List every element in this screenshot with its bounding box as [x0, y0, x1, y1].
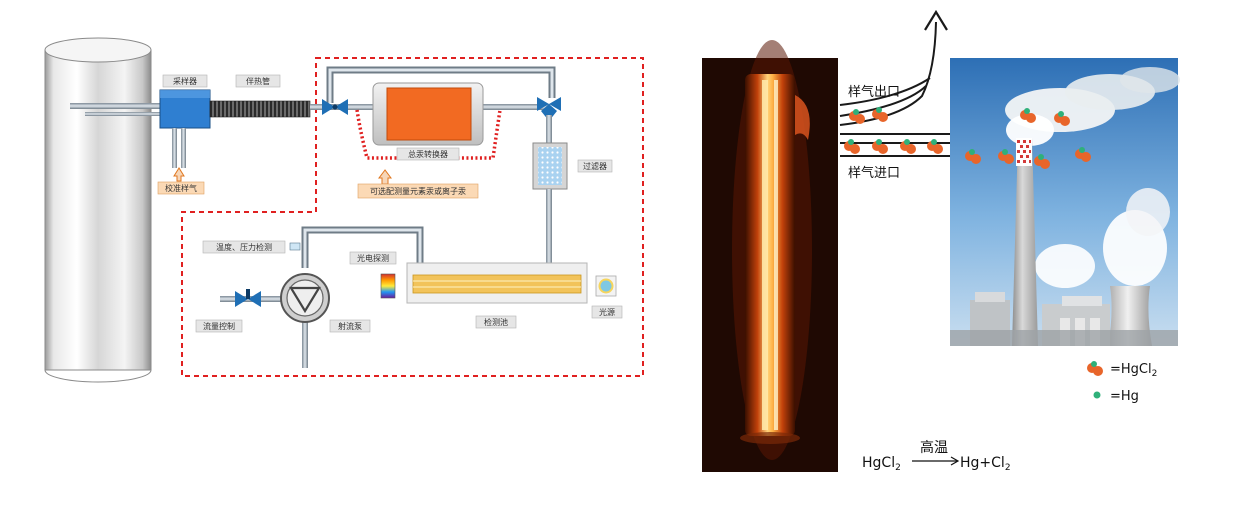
detection-cell — [412, 274, 582, 294]
converter-highlight — [355, 109, 502, 160]
heat-pipe-label: 伴热管 — [246, 76, 270, 86]
light-source-label: 光源 — [599, 307, 615, 317]
calibration-arrow-icon — [173, 167, 185, 182]
hg-atom-icon — [1093, 391, 1101, 399]
photo-detector-icon — [380, 273, 396, 299]
reaction-formula: HgCl2 高温 Hg+Cl2 — [862, 439, 1011, 473]
svg-text:=HgCl2: =HgCl2 — [1110, 362, 1157, 379]
light-source-icon — [598, 278, 614, 294]
heat-trace-pipe — [209, 100, 311, 118]
legend: =HgCl2 =Hg — [1087, 361, 1157, 404]
legend-hgcl2-label: =HgCl — [1110, 362, 1152, 377]
pipe-molecules — [844, 107, 943, 154]
legend-hg-label: =Hg — [1110, 389, 1139, 404]
heated-tube — [745, 74, 795, 436]
hgcl2-molecule-icon — [1087, 361, 1103, 376]
flow-control-label: 流量控制 — [203, 321, 235, 331]
probe-pipe — [70, 103, 165, 109]
calibration-gas-label: 校准样气 — [165, 183, 197, 193]
legend-hgcl2-subscript: 2 — [1152, 369, 1158, 379]
pump-triangle-icon — [289, 286, 321, 314]
flow-valve-icon — [235, 289, 261, 307]
formula-condition: 高温 — [920, 439, 948, 456]
option-arrow-icon — [378, 169, 392, 185]
photo-detector-label: 光电探测 — [357, 253, 389, 263]
chimney — [44, 37, 152, 383]
svg-text:HgCl2: HgCl2 — [862, 455, 901, 473]
detection-cell-label: 检测池 — [484, 317, 508, 327]
option-note-label: 可选配测量元素汞或离子汞 — [370, 186, 466, 196]
sampler-label: 采样器 — [173, 76, 197, 86]
sample-outlet-label: 样气出口 — [848, 84, 900, 100]
sampler-label-box — [162, 74, 208, 88]
temp-pressure-label: 温度、压力检测 — [216, 242, 272, 252]
sample-inlet-label: 样气进口 — [848, 165, 900, 181]
probe-pipe-lower — [85, 112, 165, 116]
valve-right-icon — [537, 97, 561, 121]
filter-media — [538, 147, 562, 185]
formula-product: Hg+Cl — [960, 455, 1005, 471]
formula-product-subscript: 2 — [1005, 463, 1011, 473]
analyzer-enclosure — [181, 57, 644, 377]
pump-label: 射流泵 — [338, 321, 362, 331]
power-plant-photo — [950, 58, 1180, 346]
power-plant-stack — [1012, 138, 1038, 346]
plume-molecules — [965, 108, 1091, 169]
formula-reactant: HgCl — [862, 455, 895, 471]
valve-left-icon — [322, 99, 348, 115]
left-system-diagram: 采样器 校准样气 伴热管 总汞转换器 — [44, 37, 644, 383]
outlet-arrow-icon — [924, 9, 948, 31]
right-process-diagram: 样气出口 样气进口 — [702, 9, 1180, 473]
formula-reactant-subscript: 2 — [895, 463, 901, 473]
svg-text:Hg+Cl2: Hg+Cl2 — [960, 455, 1011, 473]
filter-label: 过滤器 — [583, 161, 607, 171]
converter-label: 总汞转换器 — [408, 149, 448, 159]
converter-core — [386, 87, 472, 141]
